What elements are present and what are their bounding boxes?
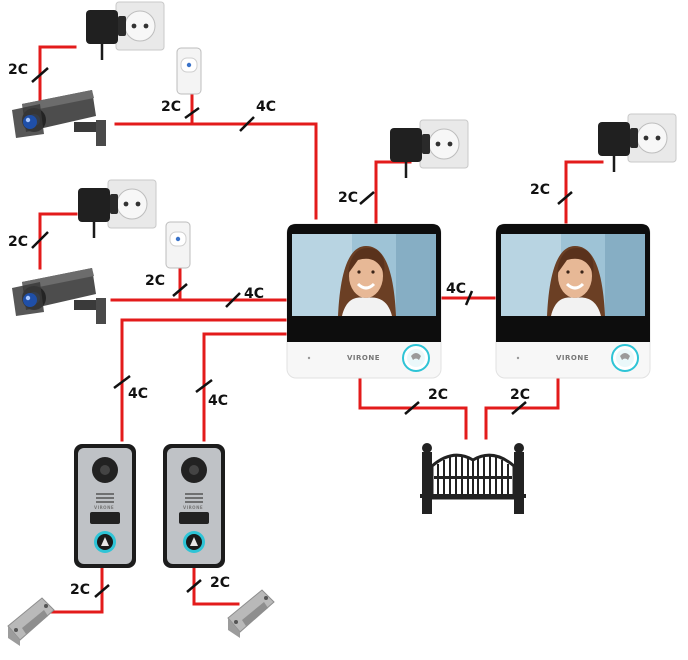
motion-sensor-icon <box>165 221 191 269</box>
wire-panel2-bus <box>202 332 288 442</box>
electric-strike-lock-icon <box>7 597 55 647</box>
label-cam1-power: 2C <box>8 62 28 78</box>
motion-sensor-icon <box>176 47 202 95</box>
label-lock1: 2C <box>70 582 90 598</box>
wire-lock2 <box>192 566 240 606</box>
wire-monitor2-power <box>564 160 604 224</box>
label-panel1-bus: 4C <box>128 386 148 402</box>
panel-brand-label: VIRONE <box>94 505 114 510</box>
label-cam1-bus: 4C <box>256 99 276 115</box>
label-panel2-bus: 4C <box>208 393 228 409</box>
wire-panel1-bus <box>120 318 288 442</box>
power-adapter-icon <box>596 112 678 174</box>
label-cam2-power: 2C <box>8 234 28 250</box>
label-pir1: 2C <box>161 99 181 115</box>
wire-cam1-power <box>38 45 77 104</box>
label-monitor1-power: 2C <box>338 190 358 206</box>
label-pir2: 2C <box>145 273 165 289</box>
door-station-1: VIRONE <box>73 443 137 569</box>
cable-labels: 2C 2C 4C 2C 2C 4C 2C 2C 4C 4C 4C 2C 2C 2… <box>8 62 550 598</box>
label-gate-monitor2: 2C <box>510 387 530 403</box>
indoor-monitor-2: VIRONE <box>496 224 650 378</box>
label-lock2: 2C <box>210 575 230 591</box>
monitor-brand-label: VIRONE <box>556 354 589 362</box>
power-adapter-icon <box>388 118 470 180</box>
electric-strike-lock-icon <box>227 589 275 639</box>
gate-icon <box>420 443 526 514</box>
cctv-camera-icon <box>12 90 106 146</box>
cctv-camera-icon <box>12 268 106 324</box>
wire-lock1 <box>48 566 104 614</box>
label-monitor2-power: 2C <box>530 182 550 198</box>
power-adapter-icon <box>76 178 158 240</box>
wire-gate-monitor1 <box>358 378 468 440</box>
wire-cam2-power <box>38 212 78 270</box>
label-gate-monitor1: 2C <box>428 387 448 403</box>
door-station-2: VIRONE <box>162 443 226 569</box>
monitor-brand-label: VIRONE <box>347 354 380 362</box>
wiring <box>38 45 604 614</box>
wire-gate-monitor2 <box>484 378 560 440</box>
power-adapter-icon <box>84 0 166 62</box>
label-monitor-link: 4C <box>446 281 466 297</box>
panel-brand-label: VIRONE <box>183 505 203 510</box>
label-cam2-bus: 4C <box>244 286 264 302</box>
cable-ticks <box>31 67 573 598</box>
indoor-monitor-1: VIRONE <box>287 224 441 378</box>
wire-cam1-bus <box>114 122 318 220</box>
